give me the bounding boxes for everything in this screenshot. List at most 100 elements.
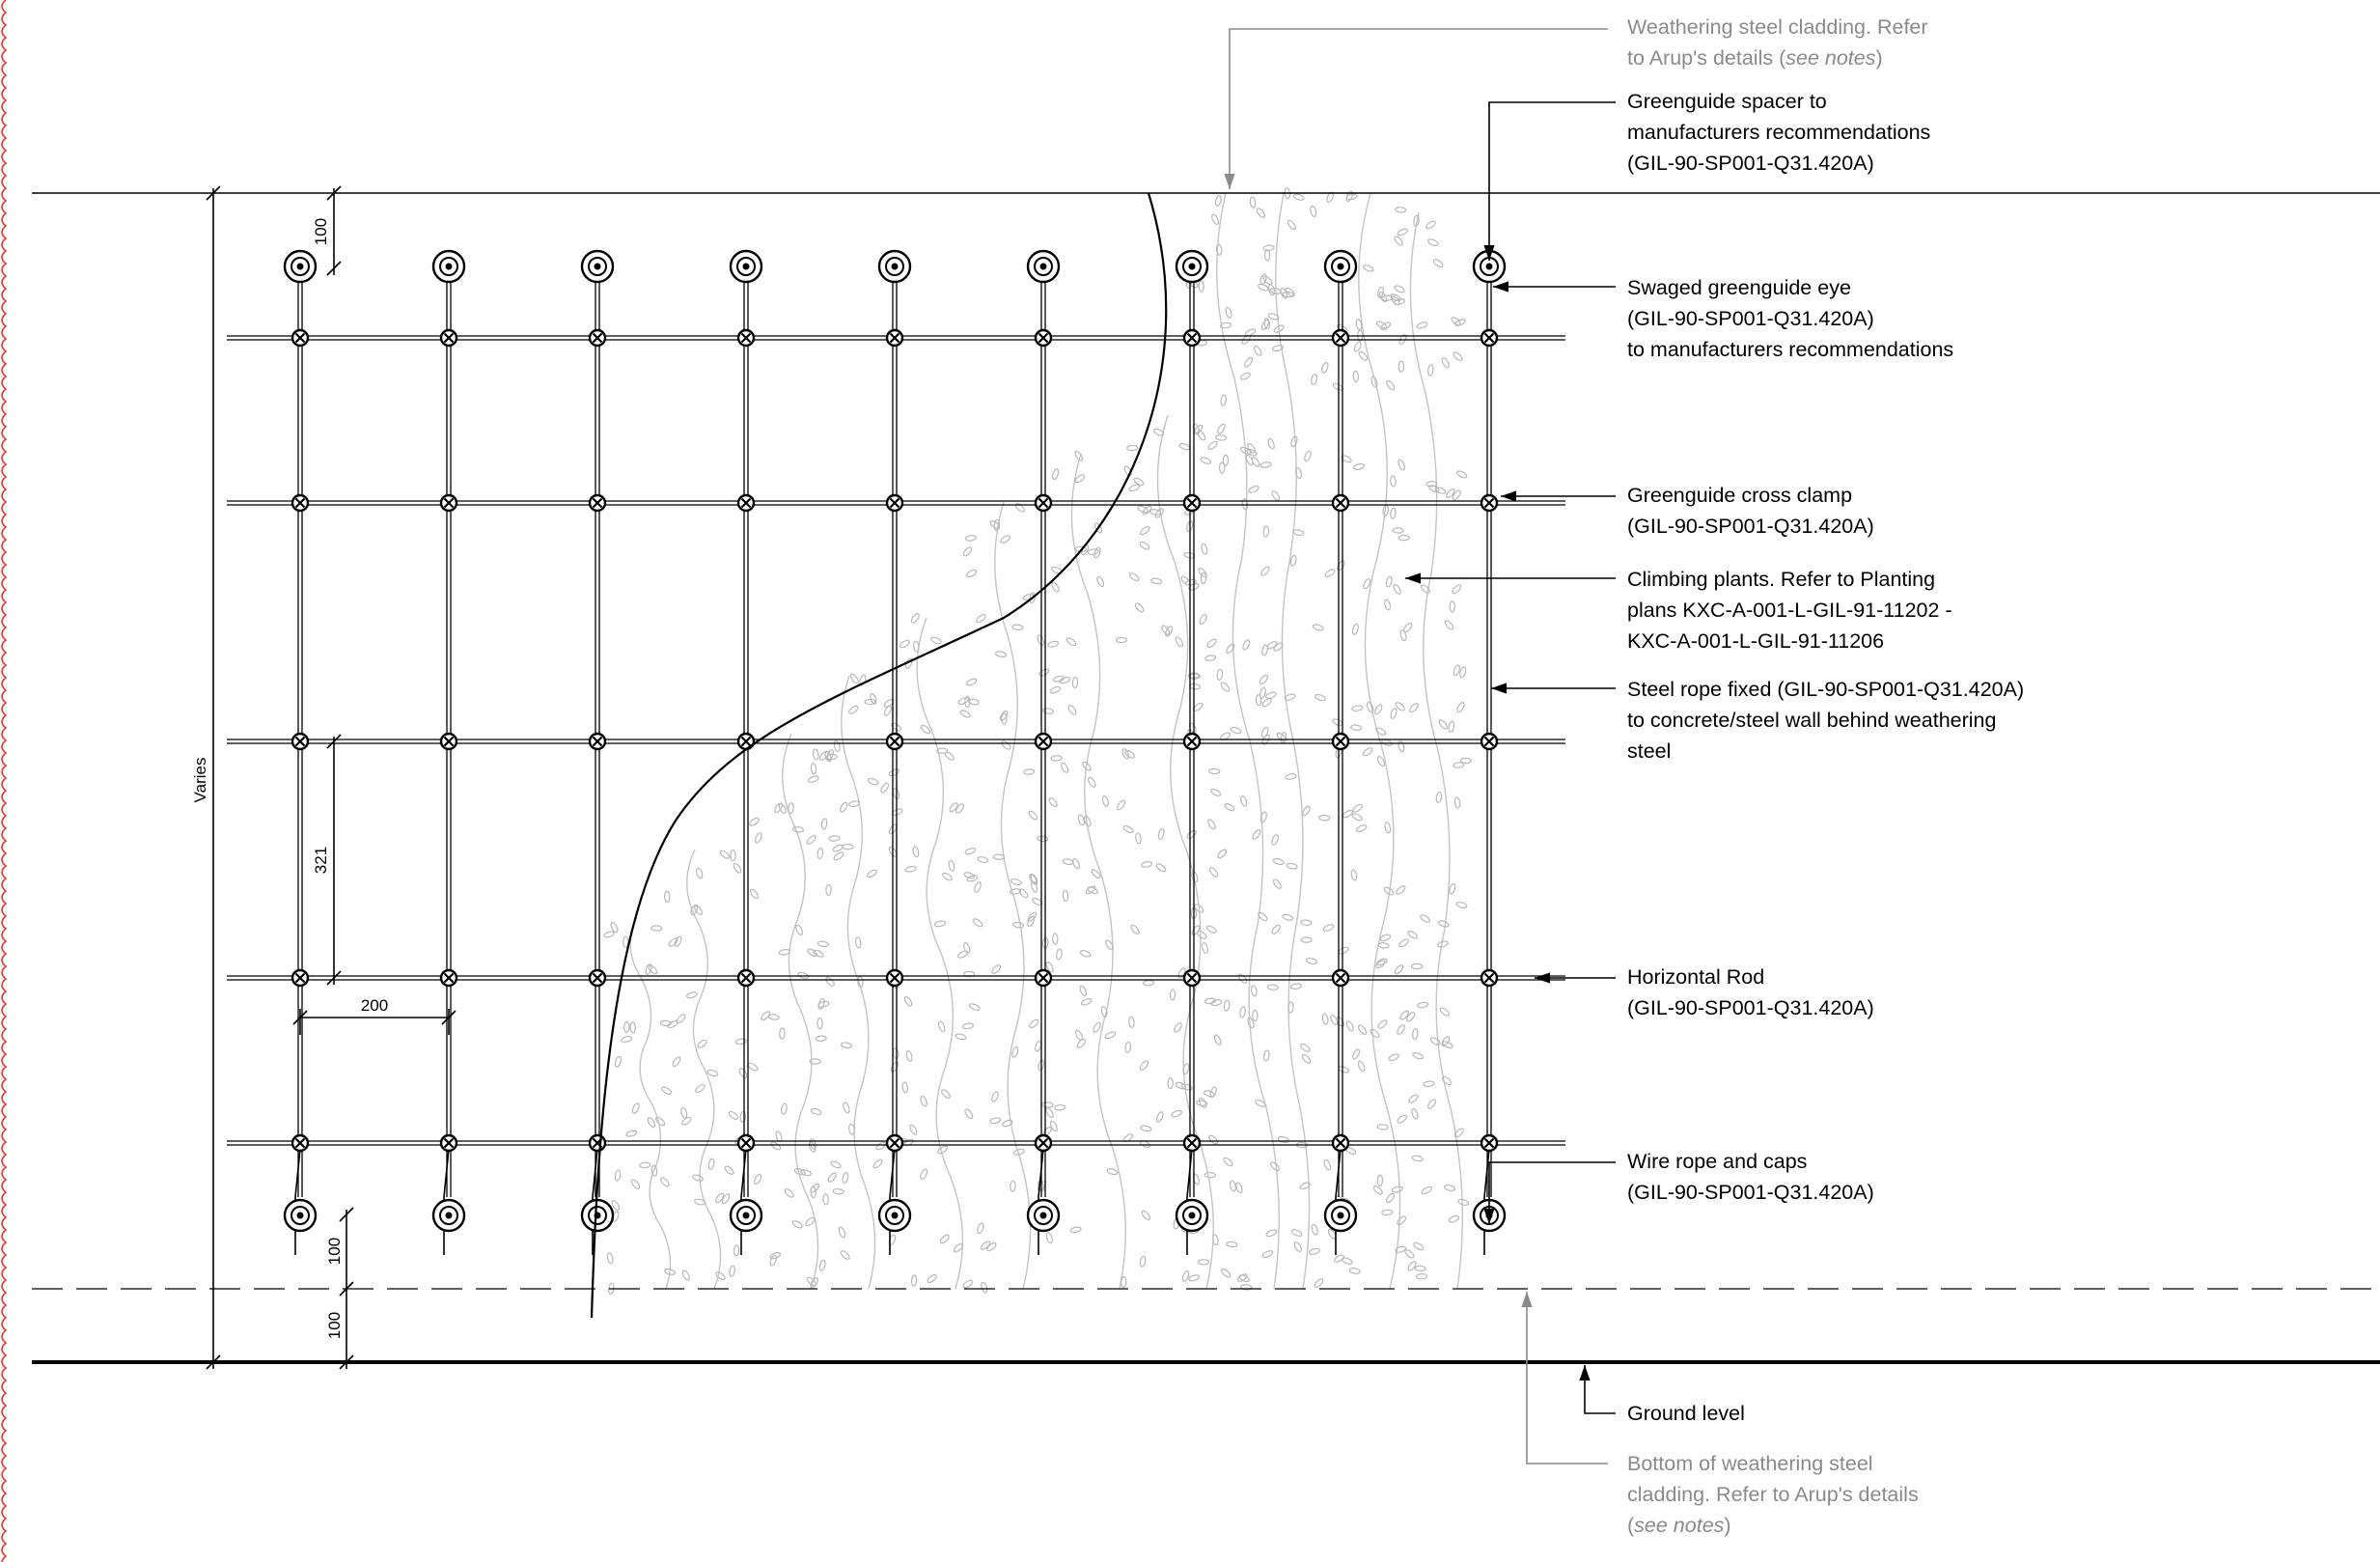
plant-leaf — [961, 1022, 974, 1030]
plant-leaf — [1311, 374, 1318, 385]
plant-leaf — [1154, 508, 1164, 518]
plant-leaf — [883, 705, 893, 716]
plant-leaf — [976, 613, 986, 624]
plant-leaf — [1348, 1268, 1361, 1274]
plant-leaf — [1128, 572, 1140, 582]
plant-leaf — [647, 1117, 656, 1129]
plant-leaf — [1375, 321, 1387, 329]
swaged-eye — [729, 249, 763, 284]
plant-leaf — [1075, 1029, 1084, 1041]
label-line: Climbing plants. Refer to Planting — [1627, 568, 1936, 591]
plant-leaf — [1208, 867, 1219, 878]
plant-leaf — [1178, 443, 1191, 451]
cross-clamp — [1480, 732, 1499, 751]
plant-leaf — [1100, 1005, 1108, 1018]
plant-leaf — [1205, 925, 1217, 934]
plant-leaf — [1197, 1259, 1210, 1266]
plant-leaf — [1379, 934, 1392, 942]
plant-stem — [1070, 453, 1126, 1290]
dim-top-eye-offset: 100 — [312, 218, 330, 245]
plant-leaf — [1253, 345, 1262, 356]
plant-leaf — [1444, 1185, 1456, 1191]
plant-leaf — [1384, 822, 1392, 834]
plant-leaf — [1448, 720, 1455, 733]
wire-rope-tail — [1038, 1148, 1044, 1255]
wire-rope-tail — [1483, 1148, 1490, 1255]
plant-leaf — [1260, 726, 1269, 739]
plant-leaf — [1141, 1210, 1151, 1220]
plant-leaf — [1338, 1066, 1349, 1074]
cross-clamp — [291, 493, 310, 513]
plant-leaf — [1271, 834, 1279, 846]
plant-leaf — [1122, 824, 1134, 834]
plant-leaf — [1230, 726, 1242, 735]
plant-leaf — [1411, 1155, 1424, 1162]
plant-leaf — [729, 1265, 735, 1277]
plant-leaf — [1415, 1272, 1428, 1280]
plant-leaf — [1093, 1021, 1101, 1033]
plant-leaf — [1001, 712, 1008, 725]
plant-leaf — [937, 1145, 949, 1155]
plant-leaf — [791, 1220, 803, 1229]
plant-leaf — [610, 921, 619, 934]
plant-leaf — [847, 705, 859, 714]
plant-leaf — [660, 1177, 670, 1187]
plant-leaf — [1321, 1013, 1329, 1025]
plant-leaf — [1041, 1102, 1054, 1108]
plant-stem — [686, 849, 722, 1290]
plant-leaf — [1396, 885, 1406, 895]
plant-leaf — [1267, 437, 1275, 450]
plant-leaf — [964, 848, 977, 855]
plant-leaf — [1377, 286, 1384, 298]
plant-leaf — [1175, 1081, 1187, 1090]
plant-leaf — [1308, 1247, 1320, 1255]
plant-leaf — [1135, 832, 1142, 845]
plant-leaf — [838, 1226, 846, 1239]
cross-clamp — [1331, 328, 1350, 348]
plant-leaf — [993, 518, 1001, 531]
plant-leaf — [778, 802, 787, 815]
plant-leaf — [655, 1116, 666, 1127]
plant-leaf — [1300, 919, 1313, 926]
plant-leaf — [1126, 444, 1139, 452]
plant-leaf — [793, 1167, 806, 1176]
plant-leaf — [1252, 829, 1261, 840]
plant-leaf — [1262, 275, 1273, 286]
plant-leaf — [680, 1106, 688, 1119]
plant-leaf — [986, 1241, 997, 1252]
plant-leaf — [1395, 207, 1407, 213]
cross-clamp — [588, 1133, 607, 1153]
plant-leaf — [650, 1164, 658, 1177]
vertical-steel-ropes — [294, 275, 1492, 1255]
plant-leaf — [767, 1014, 780, 1020]
plant-leaf — [977, 856, 989, 863]
plant-leaf — [1289, 554, 1297, 567]
plant-leaf — [1266, 984, 1279, 990]
plant-leaf — [892, 1047, 899, 1060]
plant-leaf — [1208, 767, 1221, 775]
dim-overall-height: Varies — [191, 758, 209, 803]
plant-leaf — [913, 640, 920, 653]
plant-leaf — [1442, 1075, 1453, 1086]
plant-leaf — [1439, 1007, 1451, 1017]
plant-leaf — [1358, 350, 1369, 361]
plant-leaf — [1028, 810, 1038, 821]
plant-leaf — [833, 851, 844, 861]
plant-leaf — [603, 931, 615, 938]
label-line: (GIL-90-SP001-Q31.420A) — [1627, 307, 1874, 330]
plant-leaf — [1300, 936, 1313, 943]
plant-leaf — [1045, 1106, 1054, 1119]
break-line-curve — [590, 192, 1168, 1319]
plant-leaf — [805, 1216, 816, 1227]
plant-leaf — [827, 1172, 837, 1183]
plant-leaf — [1345, 1020, 1354, 1032]
plant-leaf — [1410, 962, 1424, 970]
plant-leaf — [1207, 819, 1216, 830]
cross-clamp — [736, 968, 756, 988]
plant-leaf — [1441, 357, 1450, 369]
plant-leaf — [1065, 637, 1077, 647]
plant-leaf — [1088, 776, 1096, 788]
plant-leaf — [1273, 324, 1285, 333]
plant-leaf — [623, 1020, 630, 1033]
